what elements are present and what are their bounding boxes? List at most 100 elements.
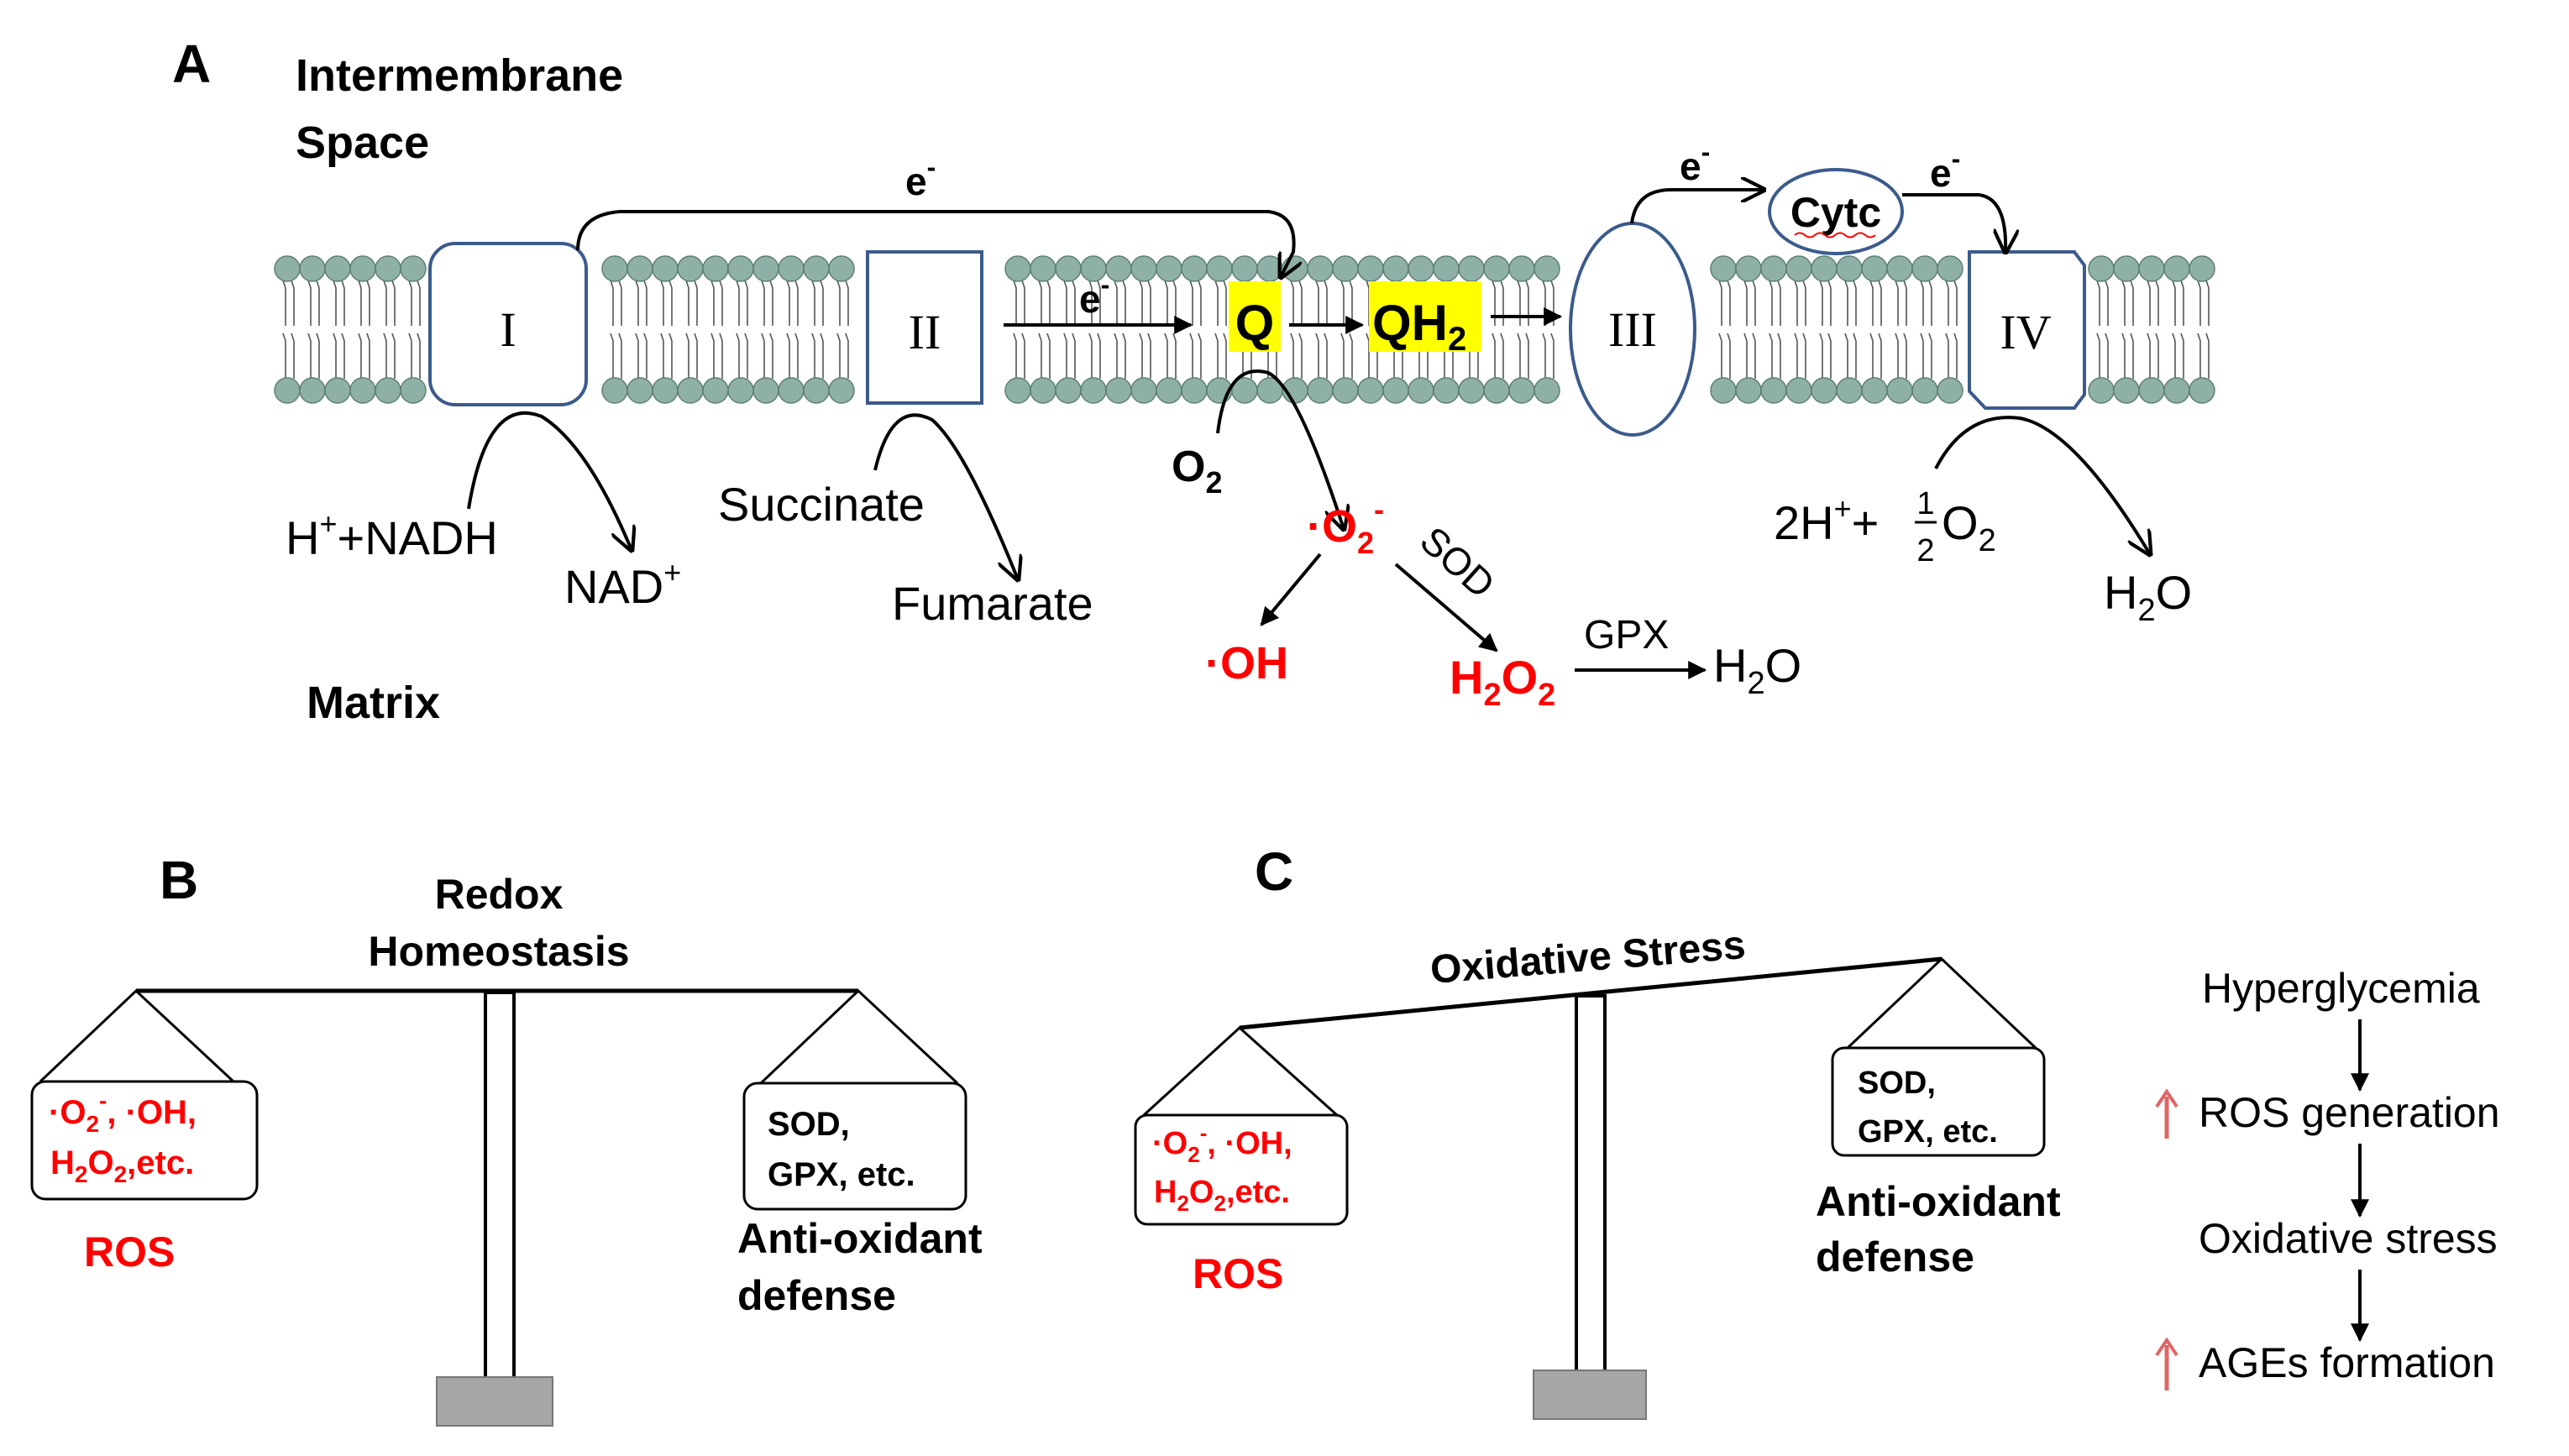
balance-post-b [484, 991, 516, 1382]
anti-label-b-line2: defense [737, 1272, 896, 1319]
phospholipid [1004, 255, 1031, 404]
panel-a: A Intermembrane Space Matrix I II III IV… [172, 34, 2215, 728]
complex-iv-reaction-arrow [1934, 416, 2150, 554]
anti-pan-strings-c [1846, 956, 2037, 1050]
phospholipid [2138, 255, 2165, 404]
phospholipid [1282, 255, 1308, 404]
phospholipid [1911, 255, 1938, 404]
flow-step-hyperglycemia: Hyperglycemia [2202, 965, 2480, 1012]
intermembrane-label: Intermembrane [296, 50, 623, 101]
panel-b: B Redox Homeostasis ·O2-, ·OH, H2O2,etc.… [30, 850, 983, 1427]
phospholipid [400, 255, 427, 404]
redox-title-line1: Redox [435, 871, 564, 918]
complex-iii-label: III [1608, 302, 1657, 357]
phospholipid [2113, 255, 2140, 404]
cytc-spellcheck-underline [1794, 232, 1876, 238]
iv-reactant-label: 2H++ [1774, 491, 1879, 549]
complex-i-reaction-arrow [467, 411, 632, 550]
panel-a-letter: A [172, 34, 211, 94]
complex-i-label: I [500, 302, 516, 357]
redox-title-line2: Homeostasis [368, 928, 629, 975]
phospholipid [1735, 255, 1762, 404]
phospholipid [1937, 255, 1963, 404]
iv-water-label: H2O [2104, 566, 2192, 628]
phospholipid [828, 255, 855, 404]
ros-box-b [30, 1080, 259, 1201]
ros-box-c-line1: ·O2-, ·OH, [1152, 1120, 1292, 1167]
electron-path-cytc-to-iv [1902, 193, 2005, 252]
electron-path-iii-to-cytc [1630, 190, 1764, 224]
fumarate-label: Fumarate [892, 577, 1093, 630]
complex-iv-label: IV [2000, 305, 2051, 359]
pathway-flowchart: Hyperglycemia ROS generation Oxidative s… [2155, 965, 2500, 1391]
complex-ii [866, 250, 983, 405]
phospholipid [1534, 255, 1560, 404]
qh2-highlight [1369, 281, 1481, 352]
anti-box-c [1831, 1046, 2046, 1157]
ros-label-c: ROS [1193, 1250, 1283, 1297]
nad-label: NAD+ [564, 555, 681, 613]
phospholipid [1130, 255, 1157, 404]
phospholipid [1861, 255, 1888, 404]
anti-box-b-line1: SOD, [768, 1106, 850, 1143]
phospholipid [1508, 255, 1535, 404]
superoxide-to-h2o2-arrow [1394, 563, 1498, 652]
h-nadh-label: H++NADH [286, 506, 498, 564]
phospholipid [1760, 255, 1787, 404]
phospholipid [1181, 255, 1208, 404]
matrix-label: Matrix [307, 678, 440, 728]
complex-ii-label: II [909, 305, 941, 359]
electron-path-i-to-q [576, 210, 1294, 277]
cytochrome-c [1768, 168, 1904, 255]
phospholipid [1357, 255, 1384, 404]
electron-label-ii: e- [1079, 270, 1109, 321]
phospholipid [1030, 255, 1056, 404]
o2-to-superoxide-arrow [1216, 369, 1344, 529]
phospholipid [1886, 255, 1913, 404]
anti-label-b-line1: Anti-oxidant [737, 1215, 983, 1262]
phospholipid [2088, 255, 2115, 404]
succinate-label: Succinate [718, 478, 925, 531]
phospholipid [1206, 255, 1233, 404]
ros-label-b: ROS [84, 1228, 175, 1275]
ros-pan-strings-c [1142, 1025, 1339, 1117]
balance-base-c [1533, 1370, 1647, 1420]
h2o2-label: H2O2 [1450, 651, 1555, 713]
phospholipid [349, 255, 376, 404]
phospholipid [727, 255, 754, 404]
up-arrow-icon [2155, 1337, 2178, 1391]
panel-c: C Oxidative Stress ·O2-, ·OH, H2O2,etc. … [1134, 841, 2500, 1420]
phospholipid [274, 255, 301, 404]
complex-i [428, 242, 588, 406]
panel-c-letter: C [1255, 841, 1293, 902]
qh2-label: QH2 [1372, 295, 1466, 358]
iv-fraction-denominator: 2 [1916, 533, 1934, 568]
phospholipid [375, 255, 401, 404]
sod-label: SOD [1412, 518, 1503, 606]
hydroxyl-label: ·OH [1205, 638, 1288, 689]
phospholipid [1836, 255, 1863, 404]
phospholipid [601, 255, 628, 404]
phospholipid [1332, 255, 1359, 404]
anti-label-c-line1: Anti-oxidant [1816, 1178, 2061, 1225]
phospholipid [778, 255, 805, 404]
ros-pan-strings-b [39, 988, 235, 1083]
electron-label-iii: e- [1680, 137, 1710, 188]
o2-label: O2 [1172, 443, 1222, 500]
electron-label-iv: e- [1930, 144, 1960, 195]
water-label: H2O [1713, 639, 1801, 701]
phospholipid [1710, 255, 1737, 404]
gpx-label: GPX [1584, 613, 1669, 657]
phospholipid [1811, 255, 1838, 404]
flow-step-ages-formation: AGEs formation [2199, 1339, 2495, 1386]
cytc-label: Cytc [1790, 189, 1881, 236]
balance-base-b [436, 1376, 553, 1427]
ros-box-b-line2: H2O2,etc. [50, 1144, 194, 1187]
iv-oxygen-label: O2 [1942, 496, 1996, 558]
phospholipid [652, 255, 679, 404]
complex-iv [1968, 250, 2086, 410]
up-arrow-icon [2155, 1088, 2178, 1139]
anti-box-b-line2: GPX, etc. [768, 1156, 915, 1193]
